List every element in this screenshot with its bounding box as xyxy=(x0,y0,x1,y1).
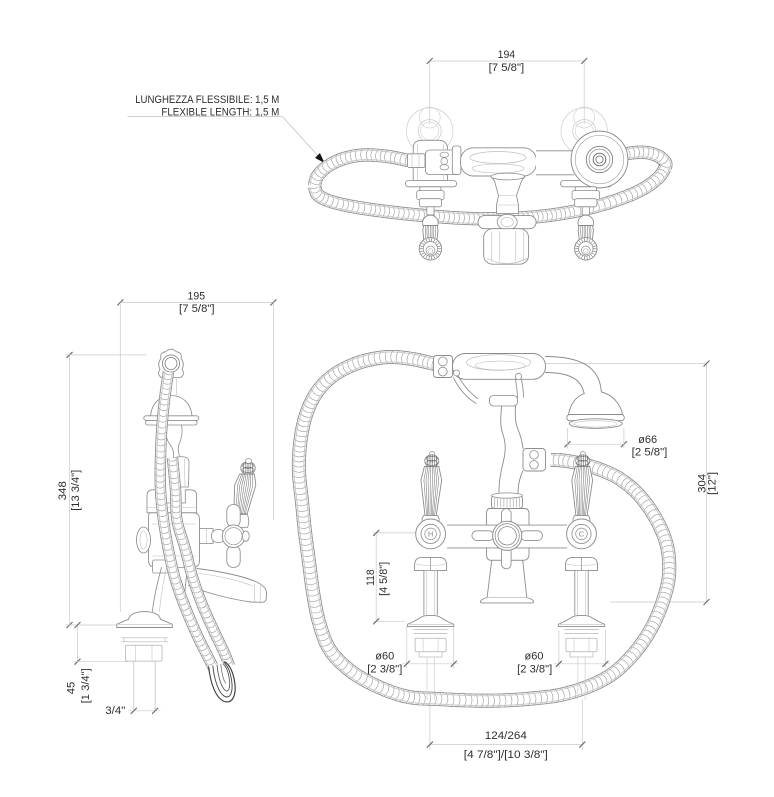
svg-text:[2 3/8"]: [2 3/8"] xyxy=(517,664,552,676)
svg-text:ø60: ø60 xyxy=(525,651,544,663)
svg-text:124/264: 124/264 xyxy=(485,730,527,742)
svg-text:304: 304 xyxy=(696,474,708,493)
svg-text:118: 118 xyxy=(365,569,377,586)
svg-text:195: 195 xyxy=(188,290,206,302)
svg-text:[13 3/4"]: [13 3/4"] xyxy=(70,470,82,511)
svg-text:LUNGHEZZA FLESSIBILE: 1,5 M: LUNGHEZZA FLESSIBILE: 1,5 M xyxy=(135,94,279,106)
svg-text:[4 7/8"]/[10 3/8"]: [4 7/8"]/[10 3/8"] xyxy=(464,749,548,761)
svg-text:ø66: ø66 xyxy=(638,434,657,446)
svg-text:[1 3/4"]: [1 3/4"] xyxy=(80,668,92,703)
svg-text:[7 5/8"]: [7 5/8"] xyxy=(489,62,525,74)
svg-text:[2 3/8"]: [2 3/8"] xyxy=(367,664,402,676)
svg-text:3/4": 3/4" xyxy=(105,705,125,717)
svg-text:FLEXIBLE LENGTH: 1,5 M: FLEXIBLE LENGTH: 1,5 M xyxy=(161,106,279,118)
svg-text:[12"]: [12"] xyxy=(706,472,718,495)
svg-text:C: C xyxy=(579,530,585,539)
svg-text:348: 348 xyxy=(57,481,69,500)
svg-text:45: 45 xyxy=(66,682,78,695)
svg-text:H: H xyxy=(428,530,433,539)
svg-text:[2 5/8"]: [2 5/8"] xyxy=(632,447,668,459)
svg-text:194: 194 xyxy=(498,49,516,61)
svg-text:[7 5/8"]: [7 5/8"] xyxy=(179,303,215,315)
svg-text:[4 5/8"]: [4 5/8"] xyxy=(378,562,390,596)
svg-text:ø60: ø60 xyxy=(375,651,394,663)
